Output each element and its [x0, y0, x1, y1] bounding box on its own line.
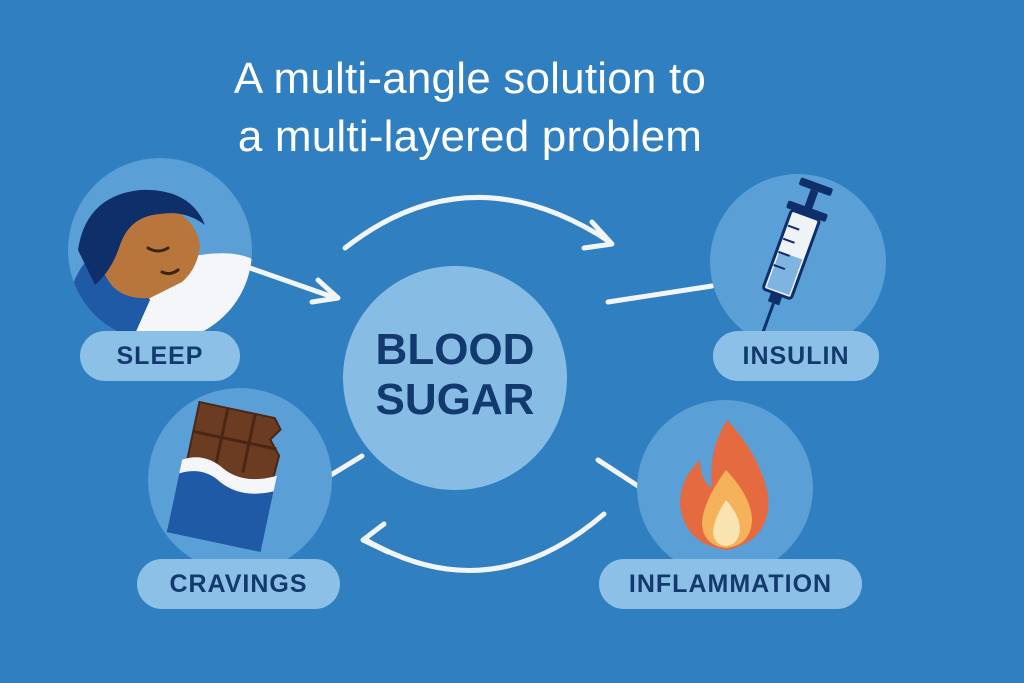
- arrowhead-bottom: [360, 521, 391, 555]
- center-label: BLOOD SUGAR: [340, 325, 570, 425]
- line-center-to-cravings: [323, 453, 365, 481]
- arc-arrow-bottom: [363, 511, 607, 573]
- sleep-node: [68, 158, 252, 342]
- insulin-label: INSULIN: [713, 331, 879, 381]
- insulin-node: [710, 174, 886, 350]
- arrowhead-sleep: [309, 277, 341, 305]
- line-center-to-insulin: [605, 283, 715, 305]
- inflammation-label: INFLAMMATION: [599, 559, 862, 609]
- sleep-label: SLEEP: [80, 331, 240, 381]
- page-title: A multi-angle solution to a multi-layere…: [120, 50, 820, 166]
- inflammation-node: [637, 400, 813, 576]
- cravings-label: CRAVINGS: [137, 559, 340, 609]
- cravings-node: [148, 388, 332, 572]
- center-label-line-1: BLOOD: [375, 325, 535, 374]
- title-line-1: A multi-angle solution to: [233, 54, 707, 103]
- arrowhead-top: [581, 219, 615, 251]
- center-label-line-2: SUGAR: [375, 375, 535, 424]
- title-line-2: a multi-layered problem: [237, 112, 703, 161]
- flame-icon: [680, 420, 769, 550]
- line-center-to-inflammation: [595, 457, 641, 489]
- arc-arrow-top: [342, 195, 613, 251]
- connectors: [247, 195, 715, 573]
- syringe-icon: [760, 177, 833, 336]
- center-circle: [343, 266, 567, 490]
- chocolate-bar-icon: [166, 400, 282, 553]
- arrow-sleep-to-center: [247, 265, 333, 299]
